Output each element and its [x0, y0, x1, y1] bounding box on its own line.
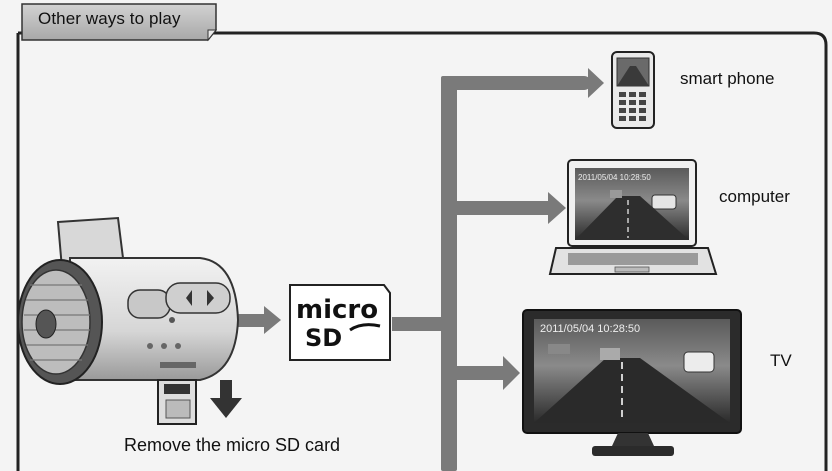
laptop-screen-timestamp: 2011/05/04 10:28:50: [578, 173, 651, 182]
frame-border: [16, 31, 828, 471]
tv-screen-timestamp: 2011/05/04 10:28:50: [540, 323, 640, 335]
connector-arrows: [236, 68, 604, 471]
microsd-logo-sd: SD: [305, 324, 342, 352]
laptop-icon: [548, 159, 718, 275]
smartphone-label: smart phone: [680, 69, 775, 88]
microsd-card-graphic: [289, 284, 391, 361]
small-sd-card-icon: [157, 379, 197, 425]
tv-icon: [522, 309, 742, 456]
down-arrow-icon: [210, 380, 242, 418]
microsd-logo-text: micro: [296, 295, 378, 325]
tv-label: TV: [770, 351, 792, 370]
dashcam-illustration: [17, 216, 240, 385]
page-title: Other ways to play: [38, 9, 181, 28]
remove-sd-caption: Remove the micro SD card: [124, 435, 341, 455]
smartphone-icon: [611, 51, 655, 129]
computer-label: computer: [719, 187, 790, 206]
title-tab: [21, 3, 218, 42]
